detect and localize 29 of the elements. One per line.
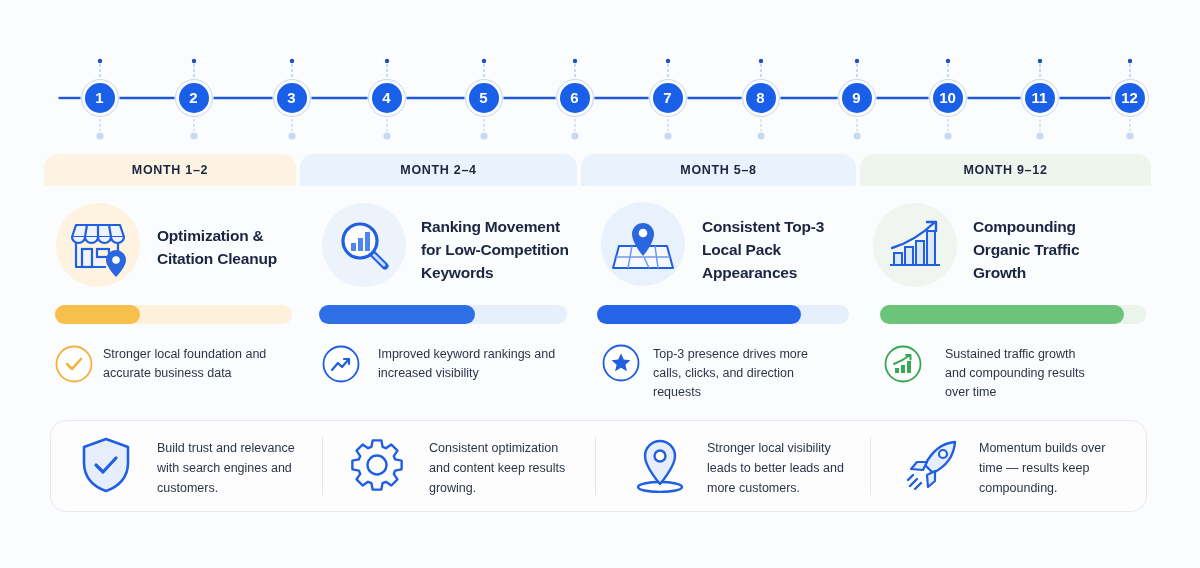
timeline-line bbox=[213, 96, 273, 100]
timeline-line bbox=[687, 96, 742, 100]
phase-title: Consistent Top-3 Local Pack Appearances bbox=[702, 216, 826, 283]
phase-title: Optimization & Citation Cleanup bbox=[157, 226, 278, 269]
timeline-line bbox=[594, 96, 649, 100]
outcome-text: Top-3 presence drives more calls, clicks, and direction requests bbox=[653, 346, 809, 401]
timeline-line bbox=[58, 96, 81, 100]
summary-panel bbox=[50, 420, 1147, 512]
timeline-line bbox=[119, 96, 175, 100]
timeline-line bbox=[780, 96, 838, 100]
phase-header-band: MONTH 1–2 bbox=[44, 154, 296, 186]
timeline-line bbox=[876, 96, 929, 100]
phase-title: Ranking Movement for Low-Competition Keywords bbox=[421, 216, 570, 283]
summary-text: Consistent optimization and content keep results growing. bbox=[429, 440, 567, 497]
summary-text: Stronger local visibility leads to better leads and more customers. bbox=[707, 440, 845, 497]
outcome-text: Improved keyword rankings and increased visibility bbox=[378, 346, 557, 382]
timeline-line bbox=[967, 96, 1021, 100]
timeline-line bbox=[406, 96, 465, 100]
phase-title: Compounding Organic Traffic Growth bbox=[973, 216, 1081, 283]
timeline-line bbox=[503, 96, 556, 100]
phase-header-band: MONTH 2–4 bbox=[300, 154, 577, 186]
timeline-line bbox=[311, 96, 368, 100]
outcome-text: Sustained traffic growth and compounding results over time bbox=[945, 346, 1086, 401]
timeline-line bbox=[1059, 96, 1111, 100]
phase-header-band: MONTH 9–12 bbox=[860, 154, 1151, 186]
outcome-text: Stronger local foundation and accurate business data bbox=[103, 346, 268, 382]
phase-header-band: MONTH 5–8 bbox=[581, 154, 856, 186]
summary-text: Momentum builds over time — results keep compounding. bbox=[979, 440, 1107, 497]
summary-text: Build trust and relevance with search engines and customers. bbox=[157, 440, 296, 497]
